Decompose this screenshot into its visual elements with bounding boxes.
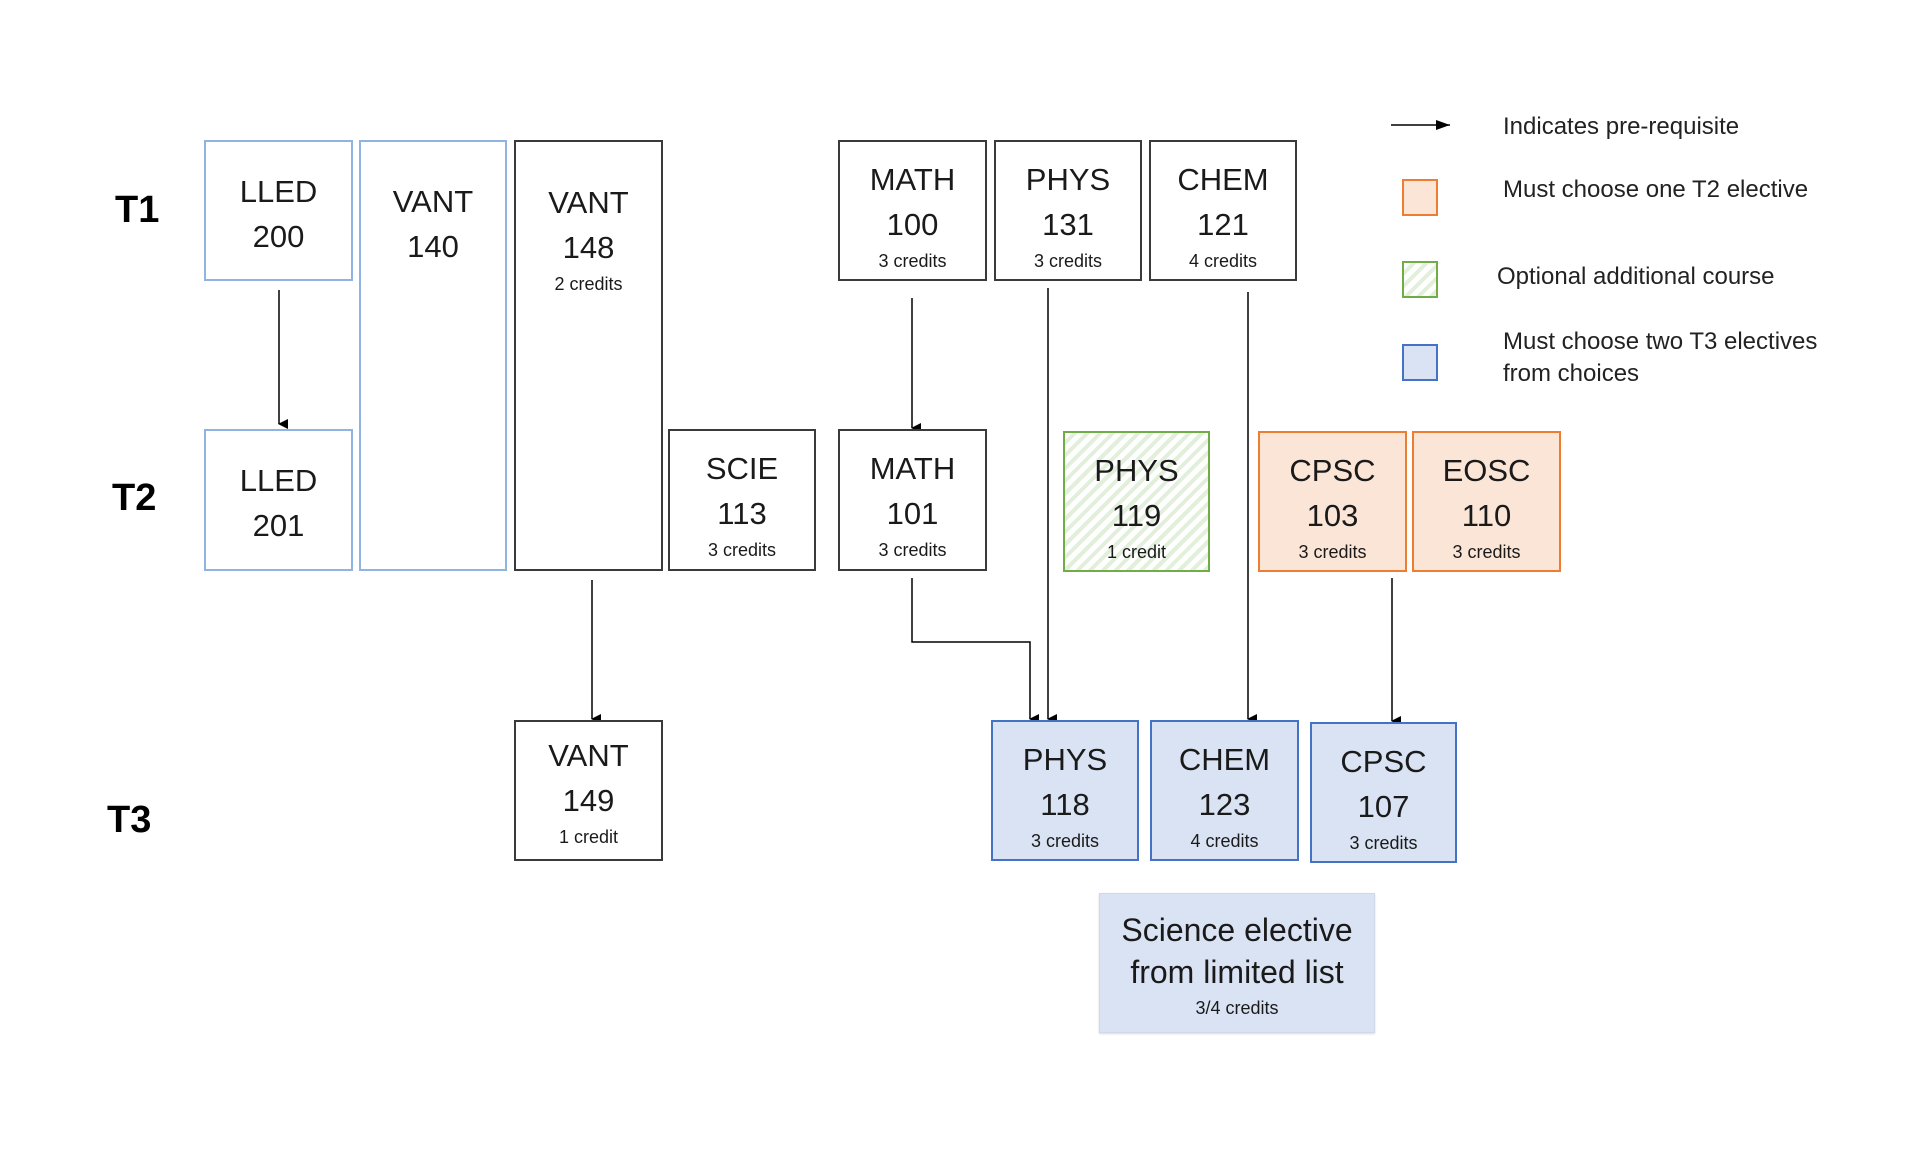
course-number: 100 — [886, 207, 939, 242]
course-number: 200 — [252, 219, 305, 254]
course-credits: 1 credit — [1106, 542, 1167, 562]
course-dept: CPSC — [1340, 744, 1427, 779]
course-credits: 3/4 credits — [1195, 998, 1279, 1019]
course-number: 119 — [1111, 498, 1162, 533]
science-elective-line2: from limited list — [1130, 953, 1344, 990]
course-number: 149 — [562, 783, 615, 818]
course-vant-148[interactable]: VANT 148 2 credits — [514, 140, 663, 571]
legend-t3-elective-swatch — [1402, 344, 1438, 381]
legend-t2-elective-label: Must choose one T2 elective — [1503, 176, 1809, 203]
course-phys-119[interactable]: PHYS 119 1 credit — [1063, 431, 1210, 572]
course-dept: VANT — [548, 738, 629, 773]
course-dept: VANT — [392, 184, 474, 219]
course-credits: 4 credits — [1188, 251, 1258, 271]
course-credits: 3 credits — [1030, 831, 1100, 851]
course-phys-131[interactable]: PHYS 131 3 credits — [994, 140, 1142, 281]
legend-t3-elective-label: Must choose two T3 electives from choice… — [1503, 326, 1817, 391]
term-label-t2: T2 — [112, 477, 157, 519]
term-label-t1: T1 — [115, 189, 160, 231]
course-credits: 3 credits — [1349, 833, 1418, 853]
course-number: 113 — [717, 496, 767, 531]
course-credits: 3 credits — [878, 540, 947, 560]
course-vant-149[interactable]: VANT 149 1 credit — [514, 720, 663, 861]
course-number: 123 — [1198, 787, 1251, 822]
course-dept: LLED — [239, 174, 318, 209]
course-credits: 4 credits — [1190, 831, 1259, 851]
course-number: 103 — [1306, 498, 1359, 533]
course-cpsc-103[interactable]: CPSC 103 3 credits — [1258, 431, 1407, 572]
course-credits: 3 credits — [1298, 542, 1367, 562]
course-vant-140[interactable]: VANT 140 — [359, 140, 507, 571]
course-number: 121 — [1197, 207, 1249, 242]
legend-t3-elective-line1: Must choose two T3 electives — [1503, 328, 1818, 355]
course-number: 131 — [1042, 207, 1094, 242]
course-number: 201 — [252, 508, 305, 543]
legend-prereq-label: Indicates pre-requisite — [1503, 113, 1740, 140]
course-dept: PHYS — [1022, 742, 1108, 777]
course-scie-113[interactable]: SCIE 113 3 credits — [668, 429, 816, 571]
course-eosc-110[interactable]: EOSC 110 3 credits — [1412, 431, 1561, 572]
course-dept: CPSC — [1289, 453, 1376, 488]
course-dept: LLED — [239, 463, 318, 498]
science-elective-line1: Science elective — [1121, 912, 1353, 948]
legend-optional-swatch — [1402, 261, 1438, 298]
course-math-101[interactable]: MATH 101 3 credits — [838, 429, 987, 571]
arrow-math101-phys118 — [911, 578, 1039, 724]
course-math-100[interactable]: MATH 100 3 credits — [838, 140, 987, 281]
course-credits: 3 credits — [1452, 542, 1521, 562]
course-cpsc-107[interactable]: CPSC 107 3 credits — [1310, 722, 1457, 863]
course-credits: 3 credits — [878, 251, 947, 271]
course-dept: CHEM — [1177, 162, 1269, 197]
course-dept: PHYS — [1025, 162, 1111, 197]
course-number: 110 — [1461, 498, 1512, 533]
course-number: 118 — [1040, 787, 1090, 822]
term-label-t3: T3 — [107, 799, 152, 841]
course-number: 148 — [562, 230, 615, 265]
course-credits: 3 credits — [707, 540, 777, 560]
course-dept: MATH — [869, 451, 956, 486]
course-dept: SCIE — [705, 451, 779, 486]
course-chem-123[interactable]: CHEM 123 4 credits — [1150, 720, 1299, 861]
course-dept: CHEM — [1178, 742, 1271, 777]
course-chem-121[interactable]: CHEM 121 4 credits — [1149, 140, 1297, 281]
course-number: 140 — [407, 229, 459, 264]
course-phys-118[interactable]: PHYS 118 3 credits — [991, 720, 1139, 861]
course-lled-201[interactable]: LLED 201 — [204, 429, 353, 571]
course-number: 101 — [886, 496, 939, 531]
course-dept: MATH — [869, 162, 956, 197]
course-credits: 2 credits — [554, 274, 623, 294]
course-lled-200[interactable]: LLED 200 — [204, 140, 353, 281]
course-dept: VANT — [548, 185, 629, 220]
course-credits: 3 credits — [1033, 251, 1103, 271]
course-dept: EOSC — [1442, 453, 1531, 488]
course-credits: 1 credit — [558, 827, 619, 847]
science-elective[interactable]: Science elective from limited list 3/4 c… — [1099, 893, 1375, 1033]
course-dept: PHYS — [1094, 453, 1179, 488]
legend-t2-elective-swatch — [1402, 179, 1438, 216]
legend-t3-elective-line2: from choices — [1503, 360, 1640, 388]
legend-optional-label: Optional additional course — [1497, 263, 1775, 290]
course-number: 107 — [1357, 789, 1410, 824]
